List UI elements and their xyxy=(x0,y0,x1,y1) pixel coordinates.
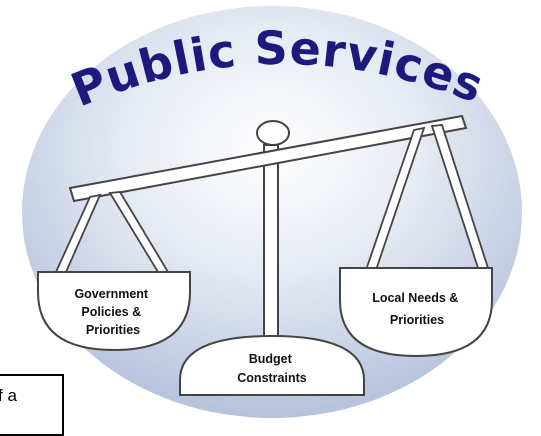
base-line-1: Budget xyxy=(249,352,293,366)
left-pan-line-1: Government xyxy=(74,287,148,301)
scale-base xyxy=(179,334,365,396)
left-pan-line-2: Policies & xyxy=(81,305,141,319)
pivot-knob xyxy=(256,120,290,146)
cropped-text-box: f a xyxy=(0,374,64,436)
right-pan-line-2: Priorities xyxy=(390,313,444,327)
scale-beam xyxy=(68,114,468,203)
left-pan xyxy=(37,271,191,352)
left-pan-line-3: Priorities xyxy=(86,323,140,337)
right-pan-label: Local Needs & Priorities xyxy=(372,291,462,327)
cropped-text-fragment: f a xyxy=(0,386,17,405)
right-pan-line-1: Local Needs & xyxy=(372,291,458,305)
left-pan-label: Government Policies & Priorities xyxy=(74,287,151,337)
scale-post xyxy=(263,144,279,356)
base-line-2: Constraints xyxy=(237,371,307,385)
base-label: Budget Constraints xyxy=(237,352,307,385)
right-pan xyxy=(339,267,493,358)
